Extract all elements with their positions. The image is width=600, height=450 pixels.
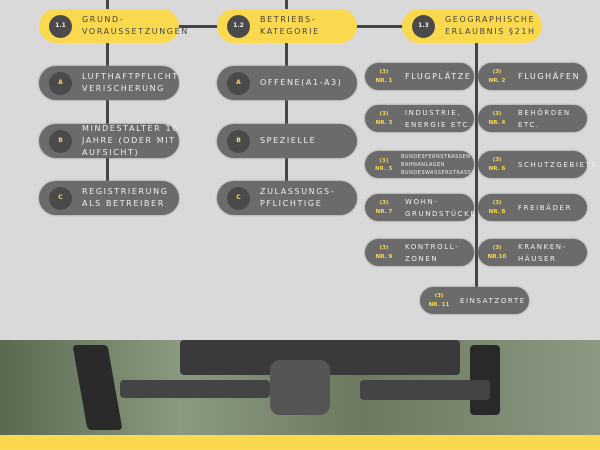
zone-8: (3) NR. 8 FREIBÄDER <box>478 194 587 221</box>
zone-11: (3) NR. 11 EINSATZORTE <box>420 287 529 314</box>
zone-text: INDUSTRIE, ENERGIE ETC. <box>405 108 473 129</box>
item-text: LUFTHAFTPFLICHT VERISCHERUNG <box>82 72 179 93</box>
item-text: SPEZIELLE <box>260 136 317 145</box>
item-text: REGISTRIERUNG ALS BETREIBER <box>82 187 169 208</box>
connector <box>285 0 288 200</box>
drone-arm <box>72 345 123 430</box>
drone-arm <box>360 380 490 400</box>
zone-number: (3) NR. 7 <box>375 199 393 215</box>
item-1-c: C REGISTRIERUNG ALS BETREIBER <box>39 181 179 215</box>
zone-text: BEHÖRDEN ETC. <box>518 108 571 129</box>
zone-number: (3) NR. 5 <box>375 157 393 172</box>
item-2-a: A OFFENE(A1-A3) <box>217 66 357 100</box>
zone-number: (3) NR. 2 <box>488 68 506 84</box>
item-badge: A <box>227 71 250 95</box>
item-1-b: B MINDESTALTER 16 JAHRE (ODER MIT AUFSICH… <box>39 124 179 158</box>
zone-text: KONTROLL- ZONEN <box>405 242 460 263</box>
step-1-3-geographische-erlaubnis: 1.3 GEOGRAPHISCHE ERLAUBNIS §21H <box>402 9 542 43</box>
zone-5: (3) NR. 5 BUNDESFERNSTRASSEN BAHNANLAGEN … <box>365 151 474 178</box>
zone-text: SCHUTZGEBIETE <box>518 160 598 169</box>
item-2-c: C ZULASSUNGS- PFLICHTIGE <box>217 181 357 215</box>
zone-7: (3) NR. 7 WOHN- GRUNDSTÜCKE <box>365 194 477 221</box>
step-title: GEOGRAPHISCHE ERLAUBNIS §21H <box>445 15 536 36</box>
zone-number: (3) NR. 9 <box>375 244 393 260</box>
step-title: GRUND- VORAUSSETZUNGEN <box>82 15 189 36</box>
connector <box>475 40 478 290</box>
item-badge: C <box>227 186 250 210</box>
step-title: BETRIEBS- KATEGORIE <box>260 15 320 36</box>
zone-number: (3) NR. 6 <box>488 156 506 172</box>
drone-arm <box>120 380 270 398</box>
item-1-a: A LUFTHAFTPFLICHT VERISCHERUNG <box>39 66 179 100</box>
zone-3: (3) NR. 3 INDUSTRIE, ENERGIE ETC. <box>365 105 474 132</box>
item-badge: B <box>49 129 72 153</box>
item-badge: B <box>227 129 250 153</box>
footer-bar <box>0 435 600 450</box>
zone-text: FLUGHÄFEN <box>518 71 581 81</box>
drone-camera <box>270 360 330 415</box>
step-1-2-betriebskategorie: 1.2 BETRIEBS- KATEGORIE <box>217 9 357 43</box>
step-badge: 1.2 <box>227 14 250 38</box>
item-badge: A <box>49 71 72 95</box>
zone-6: (3) NR. 6 SCHUTZGEBIETE <box>478 151 596 178</box>
item-text: ZULASSUNGS- PFLICHTIGE <box>260 187 336 208</box>
item-text: OFFENE(A1-A3) <box>260 78 343 87</box>
drone-photo <box>0 340 600 435</box>
zone-1: (3) NR. 1 FLUGPLÄTZE <box>365 63 474 90</box>
zone-text: FREIBÄDER <box>518 203 573 212</box>
zone-text: BUNDESFERNSTRASSEN BAHNANLAGEN BUNDESWAS… <box>401 153 474 176</box>
zone-2: (3) NR. 2 FLUGHÄFEN <box>478 63 587 90</box>
zone-number: (3) NR. 3 <box>375 110 393 126</box>
step-1-1-grundvoraussetzungen: 1.1 GRUND- VORAUSSETZUNGEN <box>39 9 187 43</box>
zone-text: KRANKEN- HÄUSER <box>518 242 567 263</box>
step-badge: 1.3 <box>412 14 435 38</box>
zone-number: (3) NR. 8 <box>488 199 506 215</box>
zone-text: EINSATZORTE <box>460 296 526 305</box>
zone-10: (3) NR.10 KRANKEN- HÄUSER <box>478 239 587 266</box>
item-text: MINDESTALTER 16 JAHRE (ODER MIT AUFSICHT… <box>82 124 179 157</box>
item-badge: C <box>49 186 72 210</box>
connector <box>106 0 109 200</box>
zone-text: FLUGPLÄTZE <box>405 71 472 81</box>
zone-number: (3) NR.10 <box>487 244 507 260</box>
zone-text: WOHN- GRUNDSTÜCKE <box>405 197 477 218</box>
zone-number: (3) NR. 11 <box>428 292 450 308</box>
zone-number: (3) NR. 1 <box>375 68 393 84</box>
item-2-b: B SPEZIELLE <box>217 124 357 158</box>
zone-4: (3) NR. 4 BEHÖRDEN ETC. <box>478 105 587 132</box>
step-badge: 1.1 <box>49 14 72 38</box>
zone-9: (3) NR. 9 KONTROLL- ZONEN <box>365 239 474 266</box>
zone-number: (3) NR. 4 <box>488 110 506 126</box>
